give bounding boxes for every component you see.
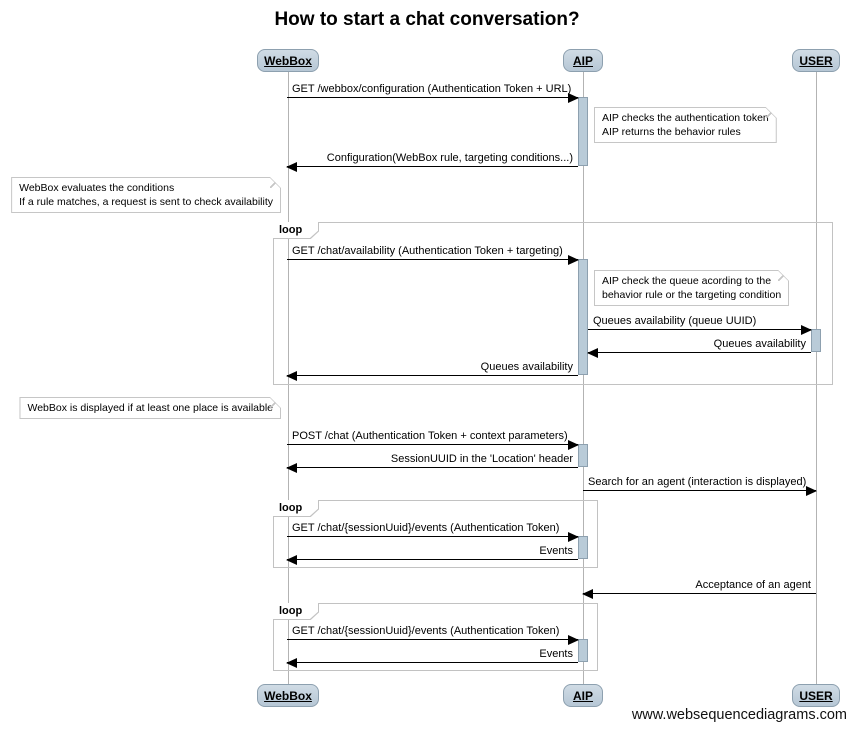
arrowhead-icon	[582, 589, 593, 599]
activation-bar	[578, 97, 588, 166]
message-arrow: Queues availability	[286, 360, 578, 381]
activation-bar	[578, 639, 588, 662]
message-label: Search for an agent (interaction is disp…	[588, 476, 807, 488]
message-label: Events	[539, 545, 573, 557]
note: WebBox is displayed if at least one plac…	[19, 397, 281, 419]
diagram-title: How to start a chat conversation?	[274, 9, 580, 30]
note-line: WebBox evaluates the conditions	[19, 182, 175, 194]
message-arrow: Events	[286, 647, 578, 668]
actor-aip-top: AIP	[563, 49, 603, 72]
loop-frame: loop	[273, 222, 833, 385]
arrowhead-icon	[568, 255, 579, 265]
lifeline-aip	[583, 72, 584, 684]
message-label: SessionUUID in the 'Location' header	[390, 453, 573, 465]
arrowhead-icon	[568, 93, 579, 103]
message-arrow: GET /chat/{sessionUuid}/events (Authenti…	[287, 624, 579, 645]
activation-bar	[578, 536, 588, 559]
note: AIP check the queue acording to the behav…	[594, 270, 789, 306]
actor-user-bottom: USER	[792, 684, 840, 707]
message-arrow: POST /chat (Authentication Token + conte…	[287, 429, 579, 450]
loop-frame: loop	[273, 603, 598, 671]
message-arrow: Configuration(WebBox rule, targeting con…	[286, 151, 578, 172]
arrowhead-icon	[286, 463, 297, 473]
arrowhead-icon	[587, 348, 598, 358]
message-arrow: Queues availability (queue UUID)	[588, 314, 812, 335]
loop-label: loop	[273, 603, 318, 619]
message-arrow: SessionUUID in the 'Location' header	[286, 452, 578, 473]
arrowhead-icon	[568, 635, 579, 645]
note-line: AIP check the queue acording to the	[602, 275, 772, 287]
loop-label-tab: loop	[273, 222, 319, 239]
arrowhead-icon	[568, 440, 579, 450]
actor-aip-bottom: AIP	[563, 684, 603, 707]
message-arrow: Events	[286, 544, 578, 565]
loop-frame: loop	[273, 500, 598, 568]
arrowhead-icon	[568, 532, 579, 542]
message-label: GET /chat/{sessionUuid}/events (Authenti…	[292, 522, 560, 534]
note-body: AIP check the queue acording to the behav…	[595, 271, 788, 305]
message-arrow: Search for an agent (interaction is disp…	[583, 475, 817, 496]
actor-user-top: USER	[792, 49, 840, 72]
note-fold-icon	[270, 179, 279, 188]
activation-bar	[578, 259, 588, 375]
loop-label: loop	[273, 500, 318, 516]
message-label: Events	[539, 648, 573, 660]
note-line: behavior rule or the targeting condition	[602, 289, 782, 301]
message-arrow: Queues availability	[587, 337, 811, 358]
actor-webbox-bottom: WebBox	[257, 684, 319, 707]
note-line: If a rule matches, a request is sent to …	[19, 196, 273, 208]
message-label: GET /chat/availability (Authentication T…	[292, 245, 563, 257]
note-fold-icon	[766, 109, 775, 118]
message-label: GET /chat/{sessionUuid}/events (Authenti…	[292, 625, 560, 637]
message-label: Queues availability	[480, 361, 573, 373]
arrowhead-icon	[286, 371, 297, 381]
activation-bar	[811, 329, 821, 352]
loop-label-tab: loop	[273, 500, 319, 517]
message-label: Acceptance of an agent	[695, 579, 811, 591]
note-line: AIP returns the behavior rules	[602, 126, 741, 138]
actor-webbox-top: WebBox	[257, 49, 319, 72]
arrowhead-icon	[286, 555, 297, 565]
lifeline-user	[816, 72, 817, 684]
message-label: Queues availability	[713, 338, 806, 350]
message-label: POST /chat (Authentication Token + conte…	[292, 430, 568, 442]
message-label: Queues availability (queue UUID)	[593, 315, 757, 327]
message-arrow: Acceptance of an agent	[582, 578, 816, 599]
arrowhead-icon	[806, 486, 817, 496]
note-fold-icon	[778, 272, 787, 281]
message-arrow: GET /chat/{sessionUuid}/events (Authenti…	[287, 521, 579, 542]
note-body: WebBox evaluates the conditions If a rule…	[12, 178, 280, 212]
arrowhead-icon	[286, 162, 297, 172]
message-label: GET /webbox/configuration (Authenticatio…	[292, 83, 572, 95]
message-arrow: GET /webbox/configuration (Authenticatio…	[287, 82, 579, 103]
watermark: www.websequencediagrams.com	[631, 707, 847, 723]
message-label: Configuration(WebBox rule, targeting con…	[326, 152, 573, 164]
arrowhead-icon	[286, 658, 297, 668]
note-line: WebBox is displayed if at least one plac…	[27, 402, 273, 414]
note-fold-icon	[270, 399, 279, 408]
note-body: WebBox is displayed if at least one plac…	[20, 398, 280, 418]
message-arrow: GET /chat/availability (Authentication T…	[287, 244, 579, 265]
activation-bar	[578, 444, 588, 467]
loop-label-tab: loop	[273, 603, 319, 620]
loop-label: loop	[273, 222, 318, 238]
note: WebBox evaluates the conditions If a rule…	[11, 177, 281, 213]
note-line: AIP checks the authentication token	[602, 112, 769, 124]
arrowhead-icon	[801, 325, 812, 335]
